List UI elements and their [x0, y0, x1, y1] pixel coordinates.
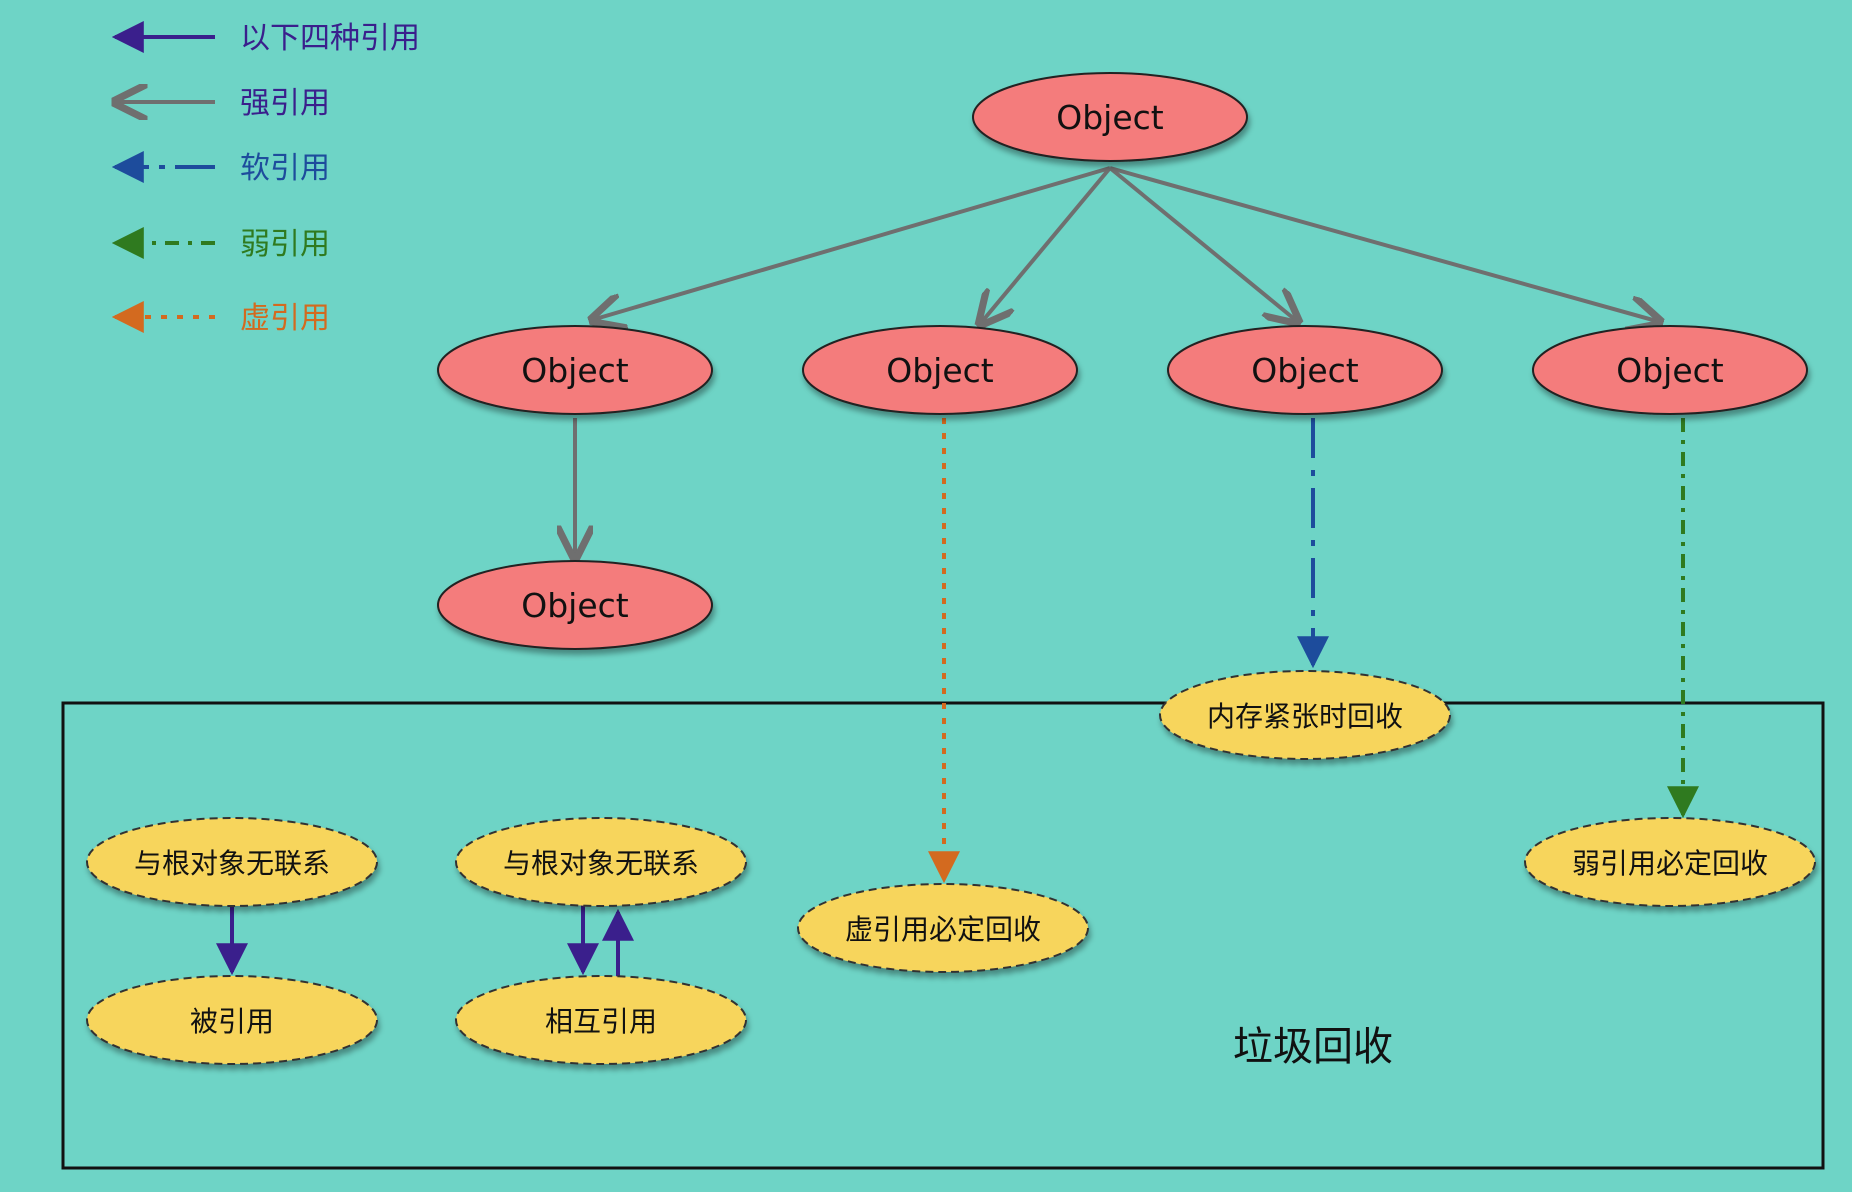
gc-node-weak-collect-label: 弱引用必定回收 — [1572, 847, 1768, 880]
legend: 以下四种引用 强引用 软引用 弱引用 虚引用 — [115, 21, 420, 336]
gc-node-phantom-collect-label: 虚引用必定回收 — [845, 913, 1041, 946]
node-phantom-child-label: Object — [886, 351, 994, 390]
gc-node-weak-collect: 弱引用必定回收 — [1524, 817, 1816, 907]
gc-node-referenced: 被引用 — [86, 975, 378, 1065]
edge-root-weak-child — [1109, 166, 1660, 322]
edge-root-strong-child — [592, 166, 1111, 320]
edge-root-soft-child — [1108, 166, 1298, 322]
gc-node-mutual: 相互引用 — [455, 975, 747, 1065]
gc-node-soft-collect-label: 内存紧张时回收 — [1207, 700, 1403, 733]
gc-node-phantom-collect: 虚引用必定回收 — [797, 883, 1089, 973]
gc-node-soft-collect: 内存紧张时回收 — [1159, 670, 1451, 760]
node-root: Object — [972, 72, 1248, 162]
gc-node-referenced-label: 被引用 — [190, 1005, 274, 1038]
node-phantom-child: Object — [802, 325, 1078, 415]
node-strong-child-label: Object — [521, 351, 629, 390]
node-grandchild-label: Object — [521, 586, 629, 625]
legend-weak-label: 弱引用 — [240, 227, 330, 262]
edges — [216, 166, 1699, 978]
node-weak-child-label: Object — [1616, 351, 1724, 390]
edge-root-phantom-child — [980, 166, 1112, 324]
node-soft-child: Object — [1167, 325, 1443, 415]
legend-soft-label: 软引用 — [240, 151, 330, 186]
node-grandchild: Object — [437, 560, 713, 650]
gc-node-unlinked-a-label: 与根对象无联系 — [134, 847, 330, 880]
gc-node-unlinked-b-label: 与根对象无联系 — [503, 847, 699, 880]
legend-strong-label: 强引用 — [240, 86, 330, 121]
node-strong-child: Object — [437, 325, 713, 415]
node-root-label: Object — [1056, 98, 1164, 137]
gc-title: 垃圾回收 — [1233, 1024, 1393, 1070]
node-soft-child-label: Object — [1251, 351, 1359, 390]
gc-node-mutual-label: 相互引用 — [545, 1005, 657, 1038]
legend-general-label: 以下四种引用 — [240, 21, 420, 56]
gc-node-unlinked-a: 与根对象无联系 — [86, 817, 378, 907]
gc-node-unlinked-b: 与根对象无联系 — [455, 817, 747, 907]
legend-phantom-label: 虚引用 — [240, 301, 330, 336]
node-weak-child: Object — [1532, 325, 1808, 415]
